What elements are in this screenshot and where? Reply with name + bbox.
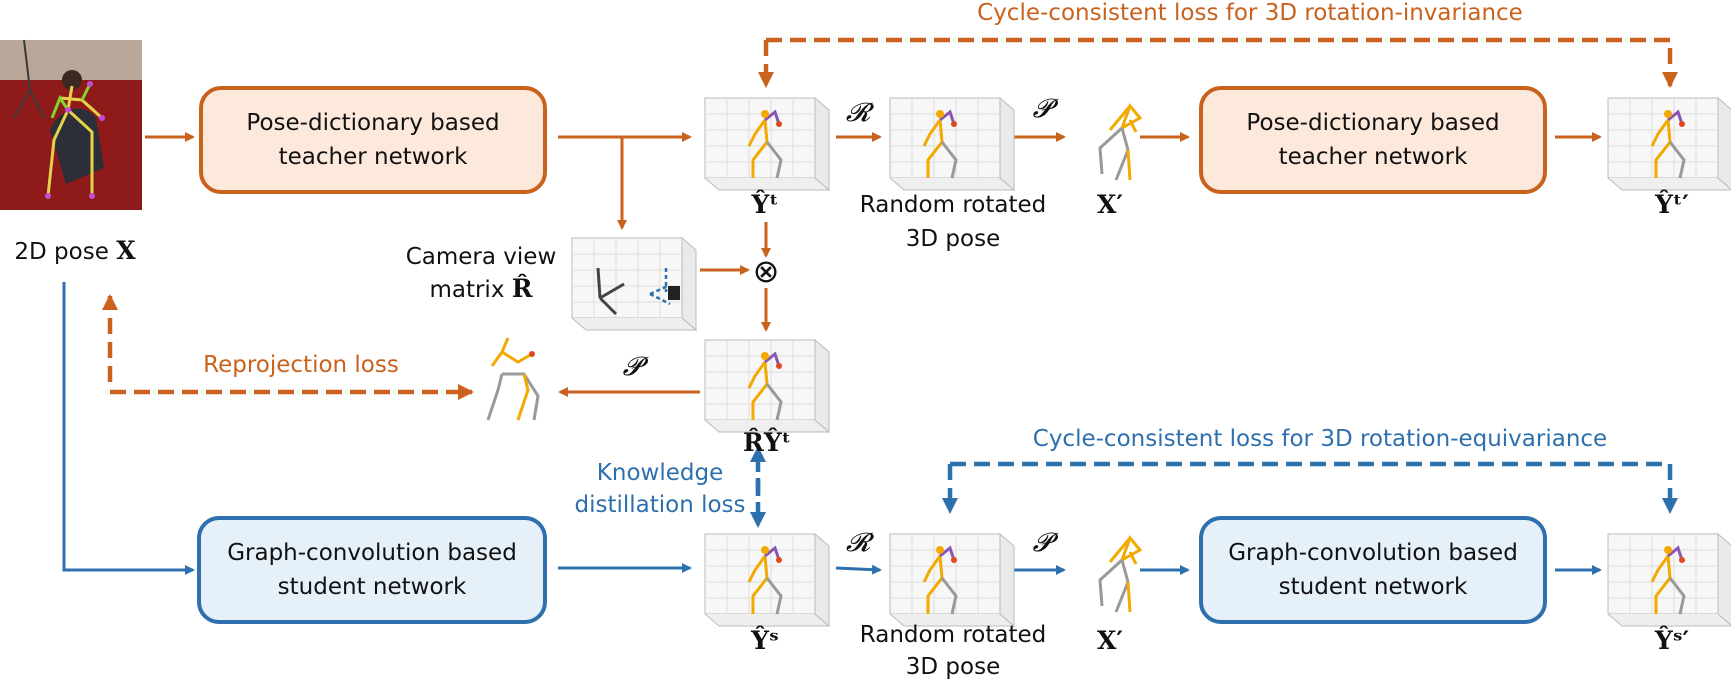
projected-2d-pose-top [1098, 103, 1143, 181]
teacher-box2-line2: teacher network [1278, 144, 1468, 170]
rotated-top-line2: 3D pose [905, 226, 1001, 252]
pose-cube-ysprime [1607, 533, 1731, 627]
student-network-box: Graph-convolution based student network [197, 516, 547, 624]
input-photo [0, 39, 142, 210]
pose-cube-ytprime [1607, 97, 1731, 191]
cycle-equivariance-loss-label: Cycle-consistent loss for 3D rotation-eq… [1032, 426, 1608, 452]
teacher-box-line1: Pose-dictionary based [246, 110, 500, 136]
kd-loss-label-line1: Knowledge [596, 460, 724, 486]
symbol-ys: Ŷˢ [751, 626, 779, 655]
projection-operator-bottom: 𝓟 [1032, 528, 1052, 558]
rotation-operator-top: 𝓡 [845, 98, 871, 128]
pose-cube-ys [704, 533, 830, 627]
pose-cube-rotated-top [889, 97, 1015, 191]
projected-2d-pose-bottom [1098, 535, 1143, 613]
input-symbol: X [116, 236, 136, 265]
arrow-ys-to-rotated [835, 564, 882, 575]
projection-operator-top: 𝓟 [1032, 94, 1052, 124]
rotated-bottom-line1: Random rotated [859, 622, 1047, 648]
rotation-operator-bottom: 𝓡 [845, 528, 871, 558]
camera-label-word: matrix [429, 277, 505, 303]
input-label: 2D pose X [0, 236, 150, 267]
reprojection-loss-label: Reprojection loss [203, 352, 399, 378]
student-box2-line1: Graph-convolution based [1228, 540, 1518, 566]
symbol-xprime-top: X′ [1097, 190, 1123, 219]
symbol-ryt: R̂Ŷᵗ [743, 428, 791, 457]
student-network-box-2: Graph-convolution based student network [1199, 516, 1547, 624]
camera-cube [571, 237, 697, 331]
pose-cube-ryt [704, 339, 830, 433]
kd-loss-label-line2: distillation loss [574, 492, 746, 518]
input-label-text: 2D pose [14, 239, 109, 265]
camera-label-line2: matrix R̂ [396, 274, 566, 305]
symbol-ysprime: Ŷˢ′ [1654, 626, 1690, 655]
camera-label-line1: Camera view [405, 244, 557, 270]
otimes-operator: ⊗ [752, 252, 780, 290]
student-box-line1: Graph-convolution based [227, 540, 517, 566]
student-box-line2: student network [277, 574, 467, 600]
rotated-top-line1: Random rotated [859, 192, 1047, 218]
symbol-ytprime: Ŷᵗ′ [1655, 190, 1689, 219]
cycle-invariance-loss-label: Cycle-consistent loss for 3D rotation-in… [977, 0, 1523, 26]
arrow-input-to-student [62, 282, 195, 575]
pose-cube-yt [704, 97, 830, 191]
teacher-box-line2: teacher network [278, 144, 468, 170]
reprojected-2d-pose [486, 337, 540, 421]
pose-cube-rotated-bottom [889, 533, 1015, 627]
teacher-box2-line1: Pose-dictionary based [1246, 110, 1500, 136]
teacher-network-box: Pose-dictionary based teacher network [199, 86, 547, 194]
projection-operator-mid: 𝓟 [622, 352, 642, 382]
dashed-cycle-invariance [766, 37, 1678, 88]
teacher-network-box-2: Pose-dictionary based teacher network [1199, 86, 1547, 194]
camera-symbol: R̂ [511, 274, 533, 303]
symbol-yt: Ŷᵗ [751, 190, 779, 219]
dashed-cycle-equivariance [950, 461, 1678, 514]
student-box2-line2: student network [1278, 574, 1468, 600]
rotated-bottom-line2: 3D pose [905, 654, 1001, 680]
symbol-xprime-bottom: X′ [1097, 626, 1123, 655]
